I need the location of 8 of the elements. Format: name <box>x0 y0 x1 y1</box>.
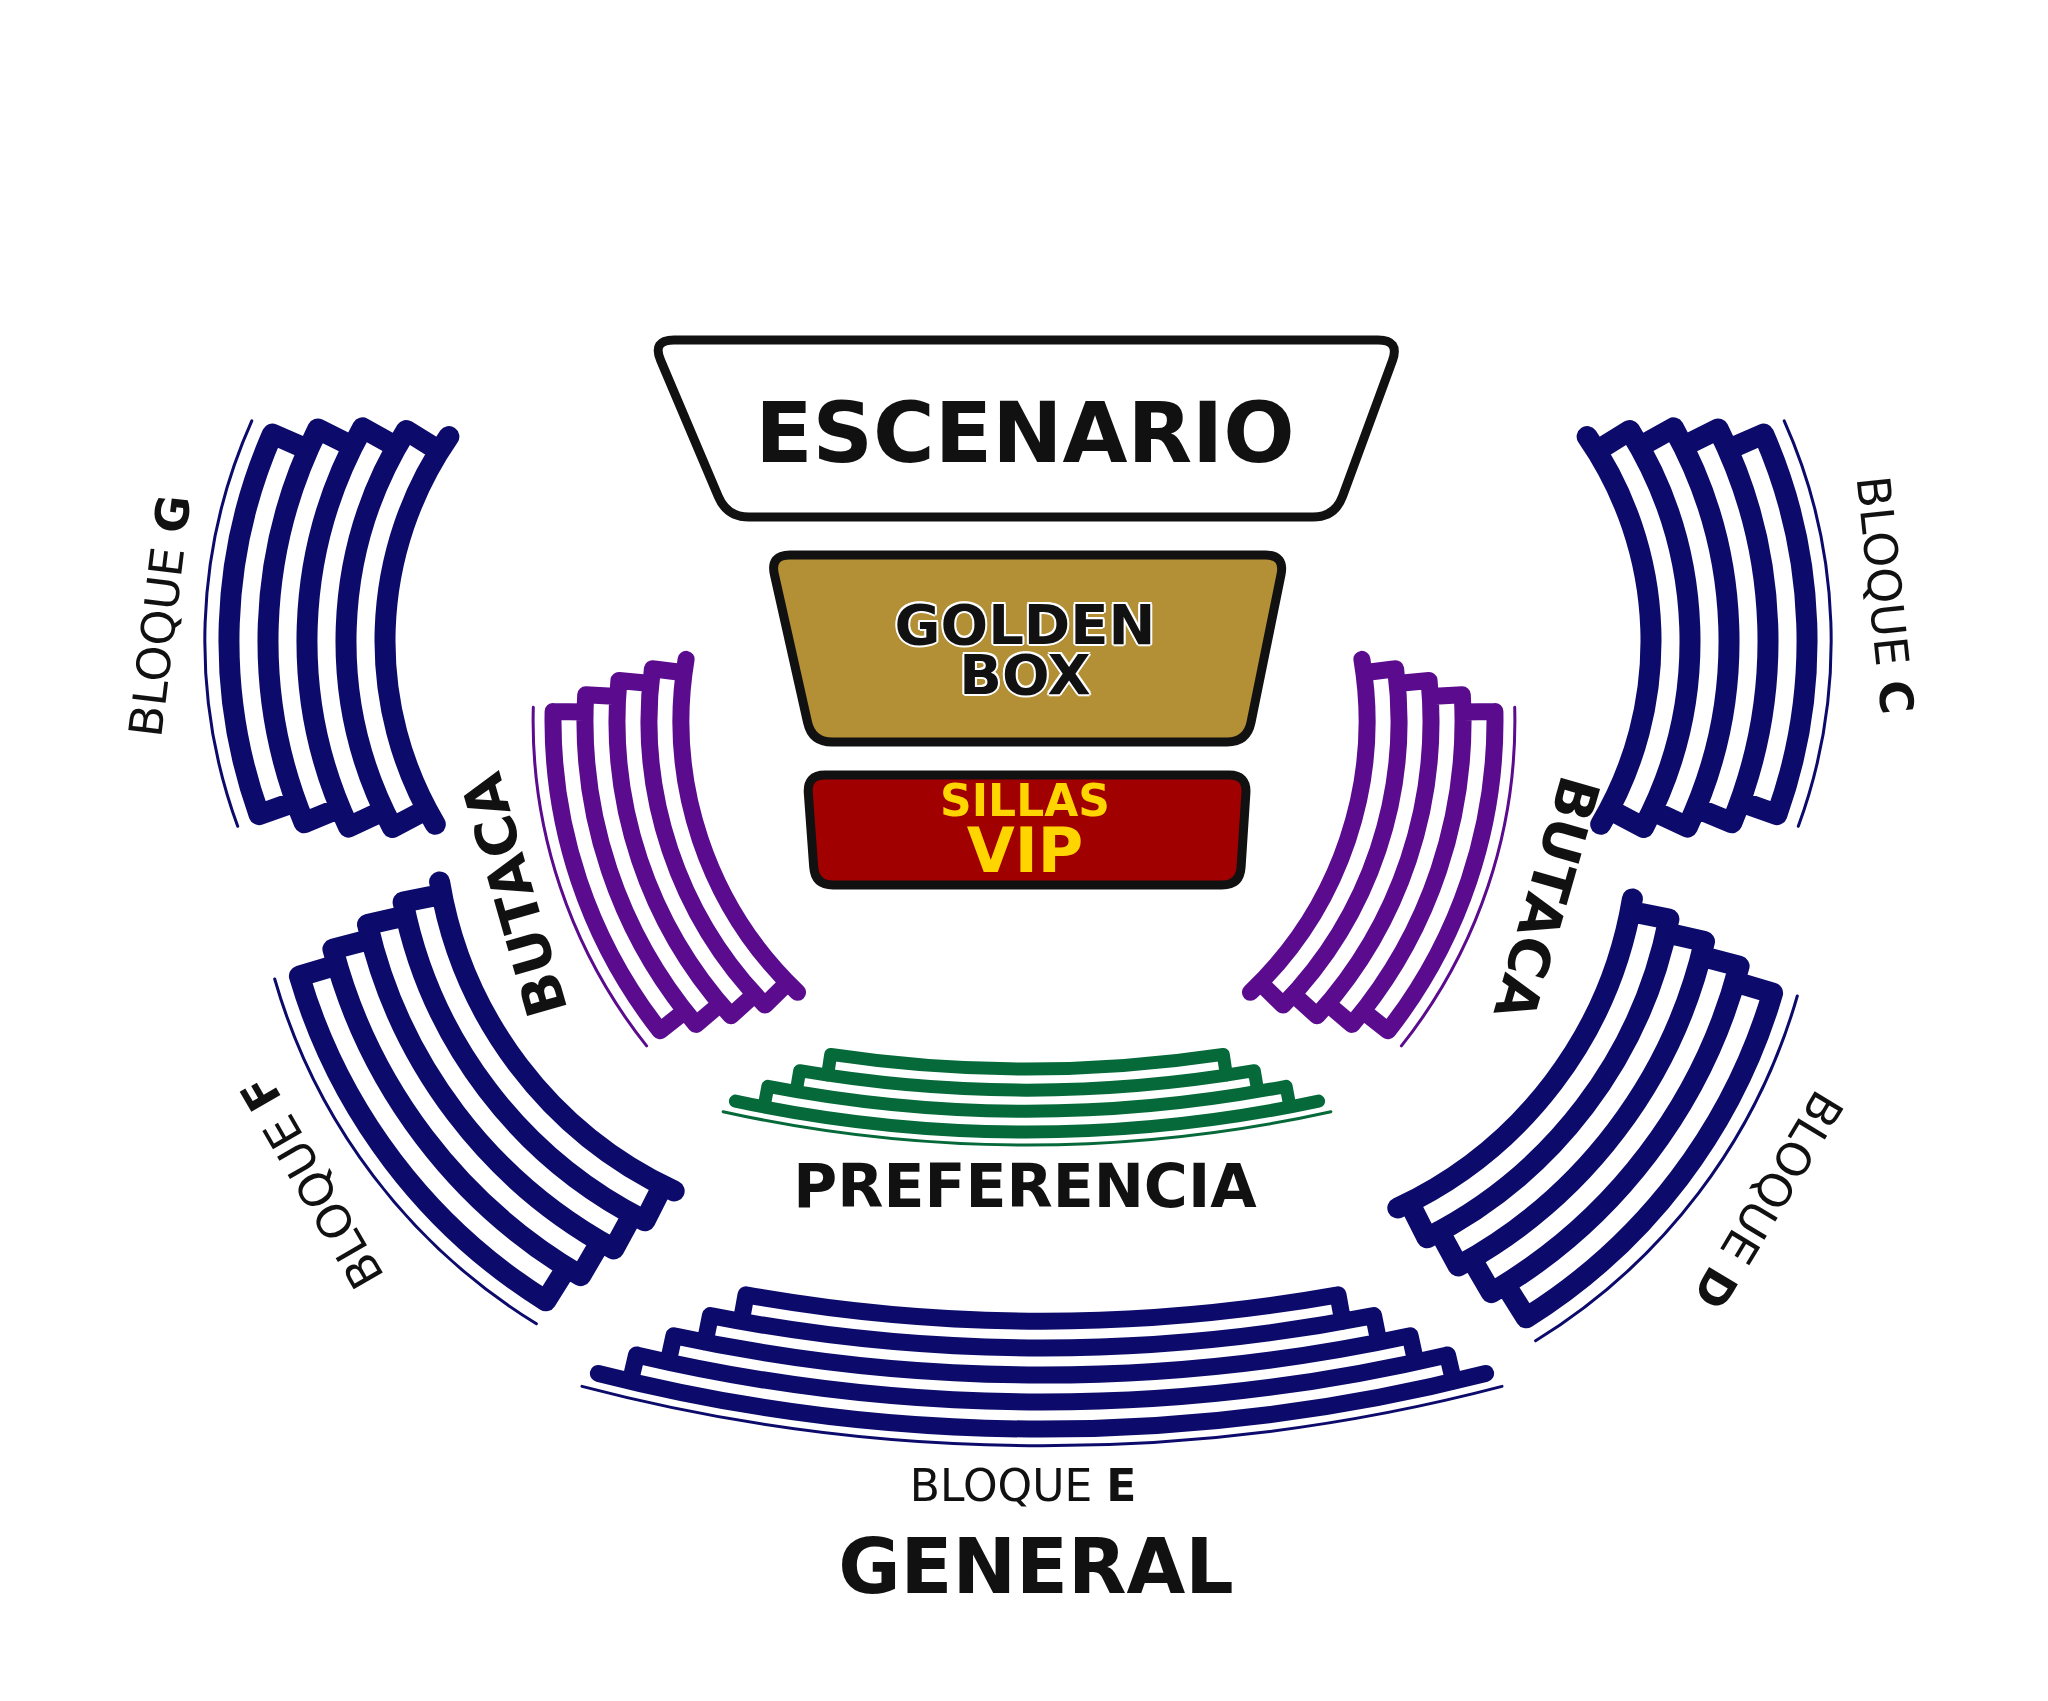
stage-label: ESCENARIO <box>755 391 1295 475</box>
zone-label: SILLAS VIP <box>940 779 1110 881</box>
section-label: PREFERENCIA <box>793 1156 1257 1216</box>
zone-label: GOLDEN BOX <box>894 599 1156 701</box>
section-label: BLOQUE G <box>122 492 198 740</box>
category-label: GENERAL <box>838 1529 1234 1605</box>
section-label: BLOQUE C <box>1849 473 1921 717</box>
section-label: BLOQUE E <box>909 1464 1137 1508</box>
